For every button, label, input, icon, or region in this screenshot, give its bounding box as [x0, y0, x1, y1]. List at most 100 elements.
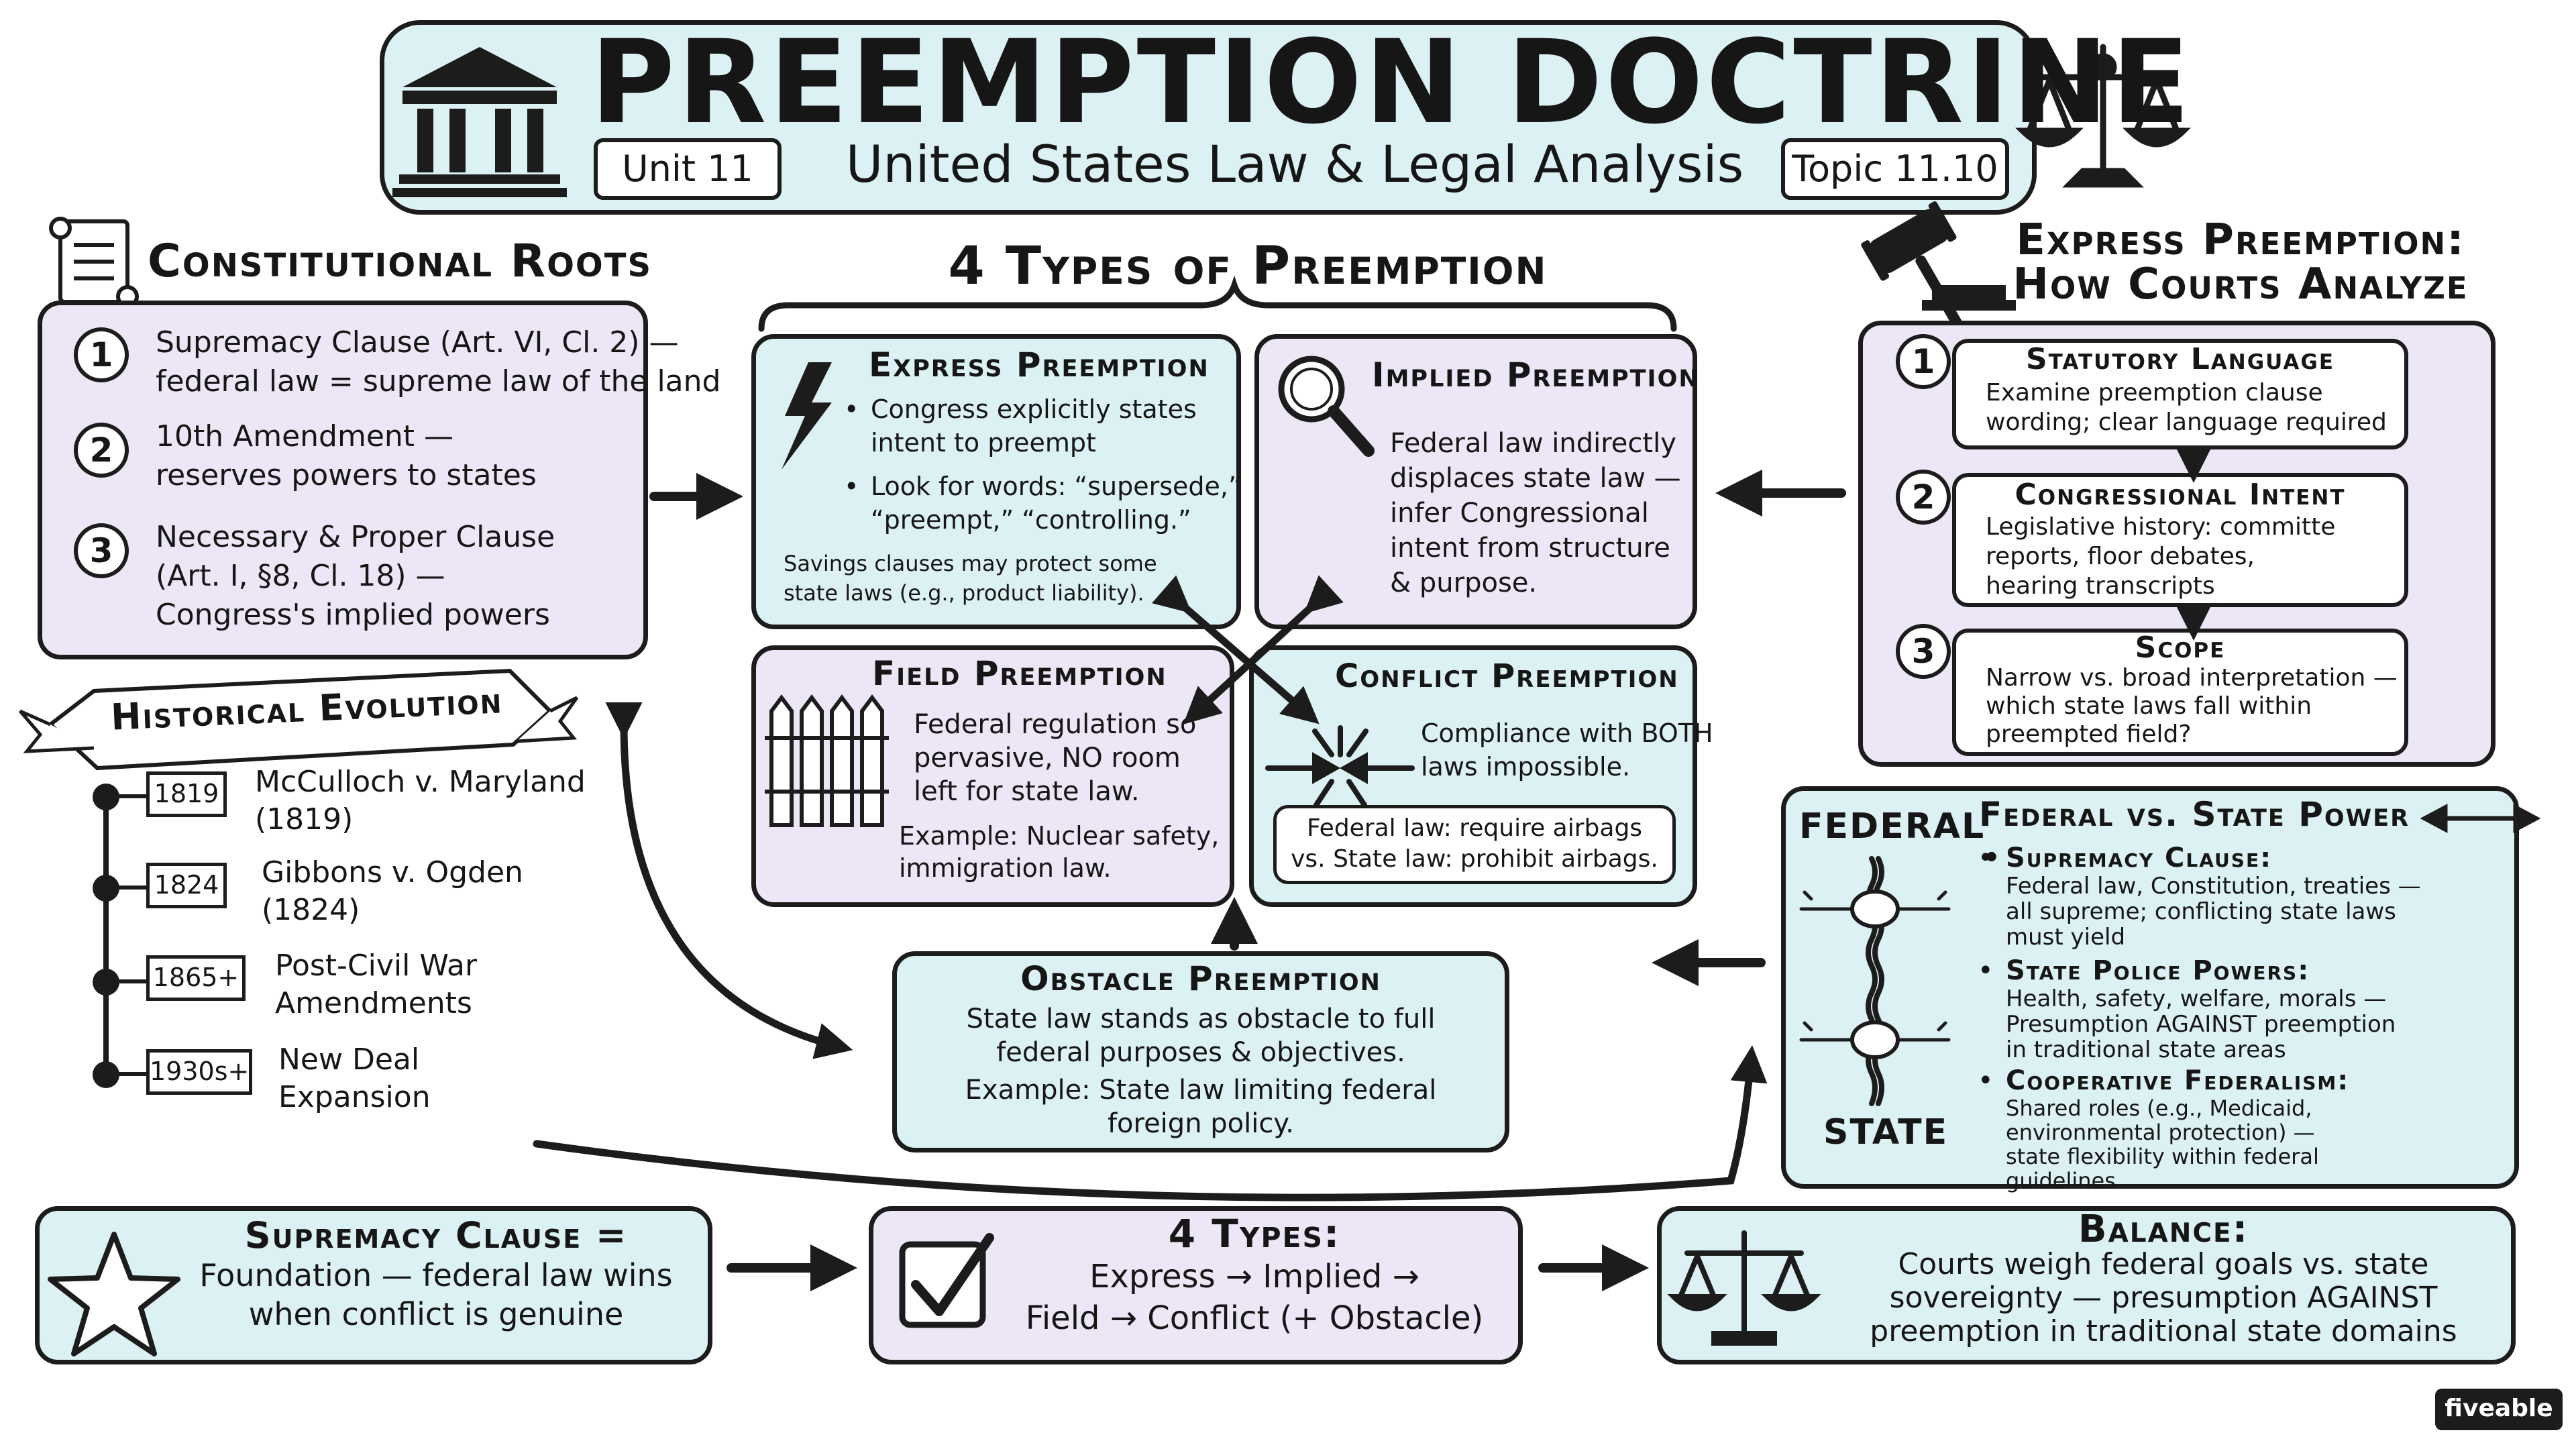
summary-balance-title: Balance: [2078, 1208, 2249, 1251]
fs-item-line: all supreme; conflicting state laws [2006, 898, 2396, 925]
constitutional-roots-card [38, 301, 648, 659]
step-number: 2 [74, 423, 129, 478]
express-title: Express Preemption [869, 345, 1210, 384]
summary-supremacy-body: Foundation — federal law wins when confl… [188, 1256, 684, 1334]
example-line: Example: Nuclear safety, [899, 821, 1220, 851]
step-line: reports, floor debates, [1986, 543, 2255, 570]
step-line: which state laws fall within [1986, 692, 2312, 720]
federal-state-heading: Federal vs. State Power [1979, 795, 2410, 834]
timeline-year: 1930s+ [146, 1049, 252, 1095]
example-line: immigration law. [899, 853, 1112, 883]
obstacle-title: Obstacle Preemption [1020, 959, 1381, 998]
example-line: vs. State law: prohibit airbags. [1291, 845, 1658, 873]
timeline-connector [107, 885, 148, 890]
body-line: intent from structure [1390, 533, 1670, 564]
timeline-event: New Deal Expansion [278, 1041, 431, 1116]
bullet-line: Look for words: “supersede,” [871, 472, 1242, 501]
timeline-event-line: (1819) [255, 802, 354, 837]
body-line: laws impossible. [1421, 752, 1631, 782]
implied-title: Implied Preemption [1372, 356, 1700, 394]
field-title: Field Preemption [872, 654, 1167, 693]
timeline-event-line: Amendments [275, 986, 472, 1020]
timeline-event: Post-Civil War Amendments [275, 947, 477, 1022]
topic-badge: Topic 11.10 [1781, 138, 2009, 200]
brand-badge[interactable]: fiveable [2435, 1389, 2563, 1430]
timeline-event-line: McCulloch v. Maryland [255, 765, 586, 799]
timeline-connector [107, 794, 148, 798]
summary-line: Foundation — federal law wins [199, 1257, 673, 1293]
list-item-line: (Art. I, §8, Cl. 18) — [156, 559, 445, 593]
types-heading: 4 Types of Preemption [948, 236, 1548, 297]
example-line: foreign policy. [1107, 1108, 1295, 1139]
list-item-line: 10th Amendment — [156, 419, 454, 453]
step-title: Scope [2135, 631, 2226, 665]
implied-body: Federal law indirectly displaces state l… [1390, 426, 1681, 600]
step-body: Narrow vs. broad interpretation — which … [1986, 664, 2398, 749]
step-number: 1 [1896, 334, 1951, 389]
timeline-year: 1819 [146, 771, 227, 817]
timeline-event-line: New Deal [278, 1042, 420, 1077]
body-line: Federal regulation so [914, 709, 1197, 740]
summary-line: preemption in traditional state domains [1870, 1314, 2457, 1348]
example-line: Example: State law limiting federal [965, 1075, 1437, 1106]
fs-item-title: Cooperative Federalism: [2006, 1065, 2350, 1096]
obstacle-example: Example: State law limiting federal fore… [892, 1073, 1509, 1140]
fs-item: State Police Powers: Health, safety, wel… [2006, 955, 2396, 1063]
unit-label: Unit 11 [622, 148, 753, 190]
bullet-dot: • [1978, 1065, 1994, 1096]
body-line: Compliance with BOTH [1421, 718, 1713, 748]
timeline-line [103, 792, 109, 1080]
analysis-step [1952, 339, 2408, 449]
step-body: Examine preemption clause wording; clear… [1986, 378, 2387, 437]
bullet-line: “preempt,” “controlling.” [871, 505, 1191, 535]
heading-line: How Courts Analyze [2012, 260, 2469, 309]
analysis-step [1952, 473, 2408, 607]
bullet-line: intent to preempt [871, 428, 1096, 458]
step-line: wording; clear language required [1986, 409, 2387, 436]
list-item-line: Necessary & Proper Clause [156, 520, 555, 554]
list-item-line: reserves powers to states [156, 458, 537, 492]
fs-item-line: must yield [2006, 924, 2126, 951]
fs-item-line: guidelines [2006, 1168, 2116, 1193]
fs-item-line: state flexibility within federal [2006, 1144, 2319, 1169]
federal-label: FEDERAL [1799, 806, 1986, 847]
step-line: Legislative history: committe [1986, 513, 2336, 541]
obstacle-body: State law stands as obstacle to full fed… [892, 1002, 1509, 1069]
list-item-line: Supremacy Clause (Art. VI, Cl. 2) — [156, 325, 679, 360]
body-line: displaces state law — [1390, 463, 1681, 494]
topic-label: Topic 11.10 [1792, 148, 1998, 190]
summary-supremacy-title: Supremacy Clause = [244, 1214, 628, 1256]
summary-balance-body: Courts weigh federal goals vs. state sov… [1825, 1248, 2502, 1348]
step-number: 3 [74, 523, 129, 578]
step-title: Congressional Intent [2015, 478, 2346, 512]
express-analysis-heading: Express Preemption: How Courts Analyze [1986, 218, 2496, 307]
timeline-event: McCulloch v. Maryland (1819) [255, 763, 586, 839]
note-line: Savings clauses may protect some [784, 551, 1157, 576]
analysis-step [1952, 629, 2408, 756]
step-body: Legislative history: committe reports, f… [1986, 513, 2335, 601]
unit-badge: Unit 11 [594, 138, 782, 200]
note-line: state laws (e.g., product liability). [784, 580, 1144, 606]
summary-line: sovereignty — presumption AGAINST [1889, 1281, 2438, 1315]
list-item-line: Congress's implied powers [156, 598, 550, 632]
state-label: STATE [1823, 1112, 1949, 1152]
bullet-dot: • [1978, 955, 1994, 986]
fs-item-line: environmental protection) — [2006, 1120, 2315, 1145]
timeline-year: 1865+ [146, 955, 246, 1001]
body-line: State law stands as obstacle to full [966, 1004, 1436, 1034]
body-line: pervasive, NO room [914, 743, 1181, 773]
express-bullet: Look for words: “supersede,” “preempt,” … [844, 470, 1242, 537]
constitutional-roots-heading: Constitutional Roots [148, 235, 653, 288]
summary-line: Courts weigh federal goals vs. state [1898, 1247, 2429, 1281]
federal-state-card [1781, 786, 2519, 1189]
list-item-line: federal law = supreme law of the land [156, 364, 721, 398]
step-line: Narrow vs. broad interpretation — [1986, 664, 2398, 692]
step-number: 2 [1896, 470, 1951, 525]
timeline-event-line: Gibbons v. Ogden [262, 855, 523, 890]
conflict-title: Conflict Preemption [1335, 657, 1679, 695]
bullet-line: Congress explicitly states [871, 394, 1197, 424]
example-line: Federal law: require airbags [1306, 814, 1643, 842]
conflict-body: Compliance with BOTH laws impossible. [1421, 716, 1713, 784]
body-line: & purpose. [1390, 568, 1538, 598]
summary-line: Field → Conflict (+ Obstacle) [1025, 1299, 1484, 1337]
